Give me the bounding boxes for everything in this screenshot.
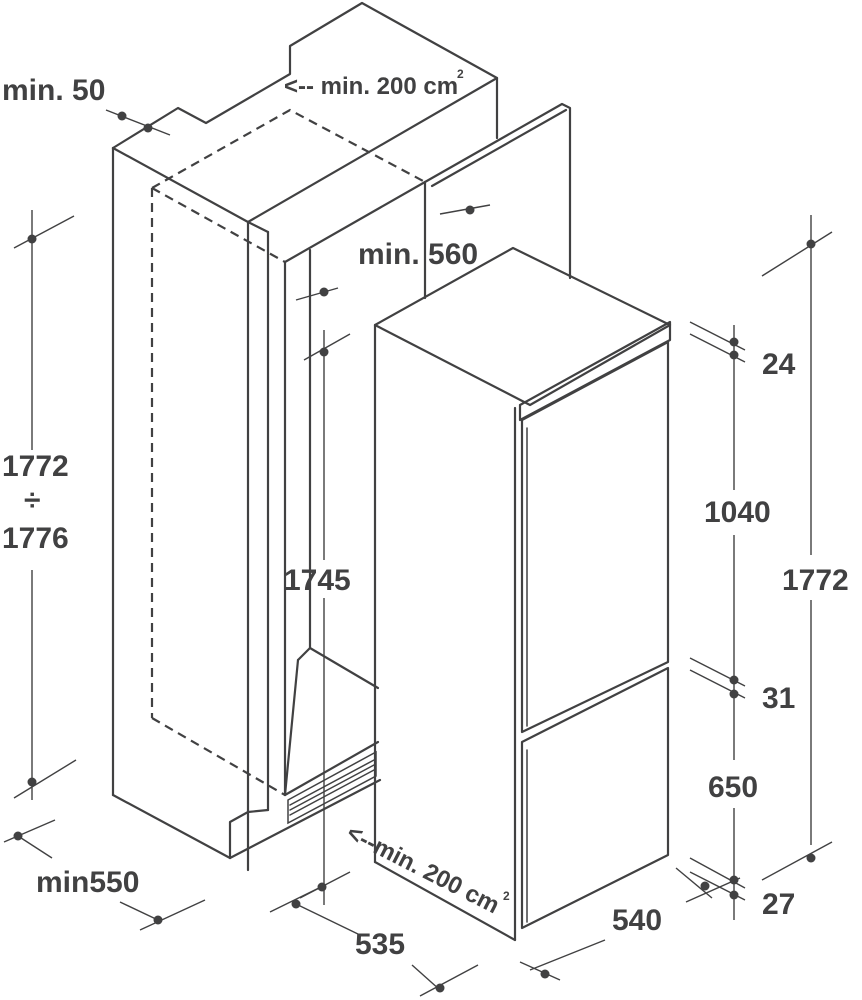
label-appliance-width: 540 [612, 904, 662, 937]
label-bottom-gap: 27 [762, 888, 795, 921]
label-appliance-depth: 535 [355, 928, 405, 961]
fridge-appliance [373, 246, 672, 942]
ventilation-grille [287, 750, 377, 825]
label-niche-depth-top: min. 50 [2, 74, 105, 107]
label-upper-door: 1040 [704, 496, 771, 529]
label-top-gap: 24 [762, 348, 796, 381]
upper-door [520, 340, 670, 734]
label-niche-height-separator: ÷ [24, 484, 40, 517]
label-niche-width: min. 560 [358, 238, 478, 271]
label-vent-top: <-- min. 200 cm [284, 73, 458, 100]
label-interior-height: 1745 [284, 564, 351, 597]
dimension-lines [3, 109, 833, 997]
label-niche-height-b: 1776 [2, 522, 69, 555]
lower-door [520, 666, 670, 930]
label-vent-top-exponent: 2 [457, 67, 464, 81]
label-vent-bottom: <--min. 200 cm [342, 819, 503, 919]
label-total-height: 1772 [782, 564, 849, 597]
label-middle-gap: 31 [762, 682, 795, 715]
hidden-edges [150, 108, 426, 796]
label-niche-height-a: 1772 [2, 450, 69, 483]
label-niche-depth-bottom: min550 [36, 866, 139, 899]
cabinet-niche [111, 1, 572, 872]
label-vent-bottom-exponent: 2 [503, 889, 510, 903]
label-lower-door: 650 [708, 771, 758, 804]
